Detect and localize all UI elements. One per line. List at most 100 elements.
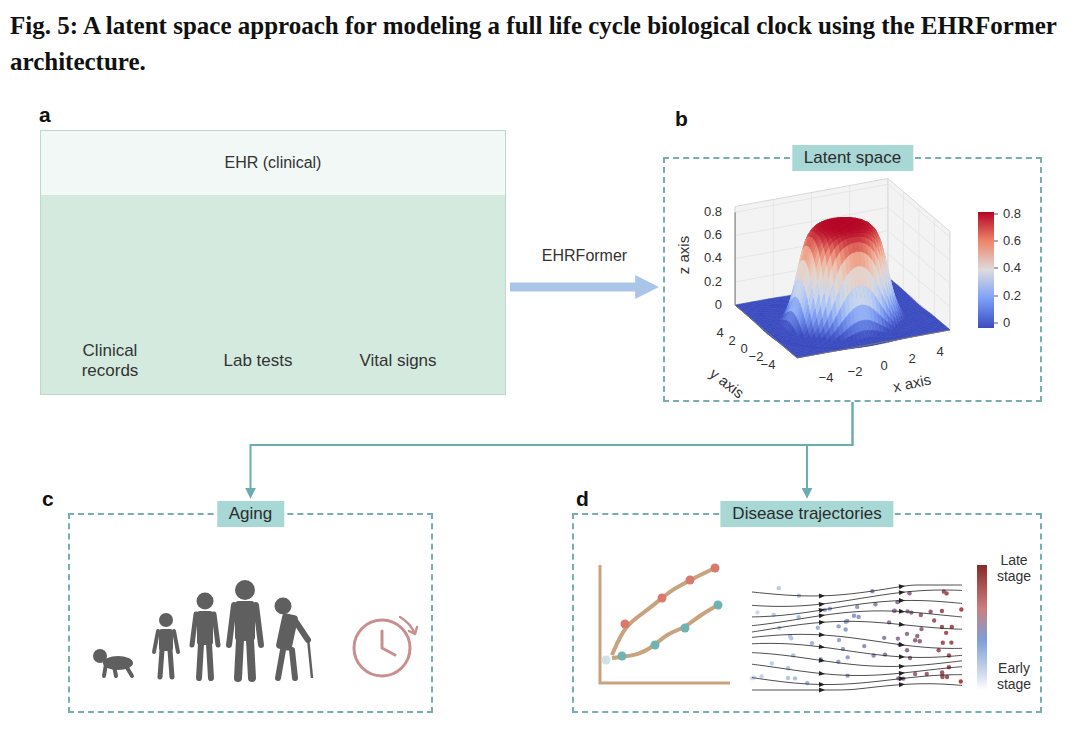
stream-arrow xyxy=(819,644,826,650)
trajectory-point xyxy=(711,564,720,573)
flow-connector xyxy=(807,402,853,490)
trajectory-curve xyxy=(612,605,718,658)
elder-body xyxy=(275,613,298,652)
cell-point xyxy=(919,627,923,631)
flow-connector xyxy=(251,402,853,490)
grid-line xyxy=(888,208,950,261)
colorbar-ticks xyxy=(994,214,998,323)
stream-line xyxy=(752,611,962,626)
stream-line xyxy=(752,590,962,606)
trajectory-point xyxy=(714,601,723,610)
icon-label: Vital signs xyxy=(359,351,436,371)
grid-line xyxy=(903,192,904,291)
trajectory-point xyxy=(621,620,630,629)
cell-point xyxy=(959,679,963,683)
stream-arrow xyxy=(819,613,826,619)
cell-point xyxy=(759,674,763,678)
stream-arrow xyxy=(899,682,905,687)
stream-arrow xyxy=(819,682,825,687)
cell-point xyxy=(941,641,945,645)
chart-axes xyxy=(600,565,730,683)
cell-point xyxy=(913,638,917,642)
colorbar xyxy=(978,212,994,328)
clock-face xyxy=(354,620,410,676)
stream-arrow xyxy=(819,688,825,693)
cell-point xyxy=(932,618,936,622)
cell-point xyxy=(836,624,840,628)
stream-arrow xyxy=(899,654,905,659)
elder-cane xyxy=(308,638,312,678)
grid-line xyxy=(934,218,935,317)
cell-point xyxy=(777,586,781,590)
colorbar-label: 0.2 xyxy=(1003,289,1021,304)
stream-arrow xyxy=(899,670,906,676)
cell-point xyxy=(837,638,841,642)
cell-point xyxy=(793,676,797,680)
trajectory-chart xyxy=(602,564,723,665)
cell-point xyxy=(949,640,953,644)
axis-title: y axis xyxy=(707,364,748,401)
cell-point xyxy=(862,644,866,648)
cell-point xyxy=(852,614,856,618)
clock-icon xyxy=(354,617,417,676)
colorbar-label: 0.6 xyxy=(1003,234,1021,249)
connector-path xyxy=(510,283,640,292)
stream-arrow xyxy=(819,671,825,677)
icon-label: Clinical records xyxy=(60,341,160,380)
cell-point xyxy=(944,631,948,635)
stream-arrow xyxy=(899,642,906,648)
cell-point xyxy=(905,632,909,636)
stream-arrow xyxy=(819,593,825,598)
stream-arrow xyxy=(899,676,906,682)
cell-point xyxy=(882,636,886,640)
colorbar-label: 0.8 xyxy=(1003,207,1021,222)
grid-line xyxy=(888,254,950,307)
cell-point xyxy=(843,627,847,631)
surface-plot xyxy=(735,179,950,358)
cell-point xyxy=(945,675,949,679)
clock-hands xyxy=(382,631,395,655)
grid-line xyxy=(735,305,797,358)
stream-line xyxy=(752,664,962,675)
cell-point xyxy=(908,656,912,660)
tick-label: 0 xyxy=(715,298,722,313)
grid-line xyxy=(888,231,950,284)
cell-point xyxy=(918,639,922,643)
panel-letter: a xyxy=(39,103,51,127)
trajectory-point xyxy=(618,652,627,661)
stream-arrow xyxy=(899,609,905,614)
tick-label: 4 xyxy=(716,326,723,341)
tick-label: 0.4 xyxy=(704,251,722,266)
stream-line xyxy=(752,675,962,685)
stream-line xyxy=(752,684,962,690)
adult-head xyxy=(235,580,255,600)
axis-line xyxy=(735,212,736,305)
trajectory-point xyxy=(686,576,695,585)
stream-arrow xyxy=(819,601,826,607)
cell-point xyxy=(856,615,860,619)
cell-point xyxy=(892,608,896,612)
cell-point xyxy=(947,665,951,669)
cell-point xyxy=(959,607,963,611)
stream-arrow xyxy=(899,598,905,603)
cell-point xyxy=(755,610,759,614)
teen-head xyxy=(197,593,214,610)
axis-line xyxy=(797,330,950,358)
connector-path xyxy=(807,402,853,490)
cell-point xyxy=(805,681,809,685)
cell-point xyxy=(770,661,774,665)
dashed-panel: cAging xyxy=(68,513,433,713)
cell-point xyxy=(915,634,919,638)
trajectory-point xyxy=(658,594,667,603)
transform-arrow xyxy=(510,287,640,288)
colorbar-label: Early stage xyxy=(991,660,1037,692)
stream-arrow xyxy=(819,607,826,613)
tick-label: 0.6 xyxy=(704,228,722,243)
cell-point xyxy=(940,609,944,613)
grid-line xyxy=(850,284,912,337)
stream-line xyxy=(752,653,962,667)
tick-label: −4 xyxy=(761,358,776,373)
teen-arms xyxy=(192,614,218,645)
teen-legs xyxy=(199,644,211,678)
connector-path xyxy=(251,402,853,490)
